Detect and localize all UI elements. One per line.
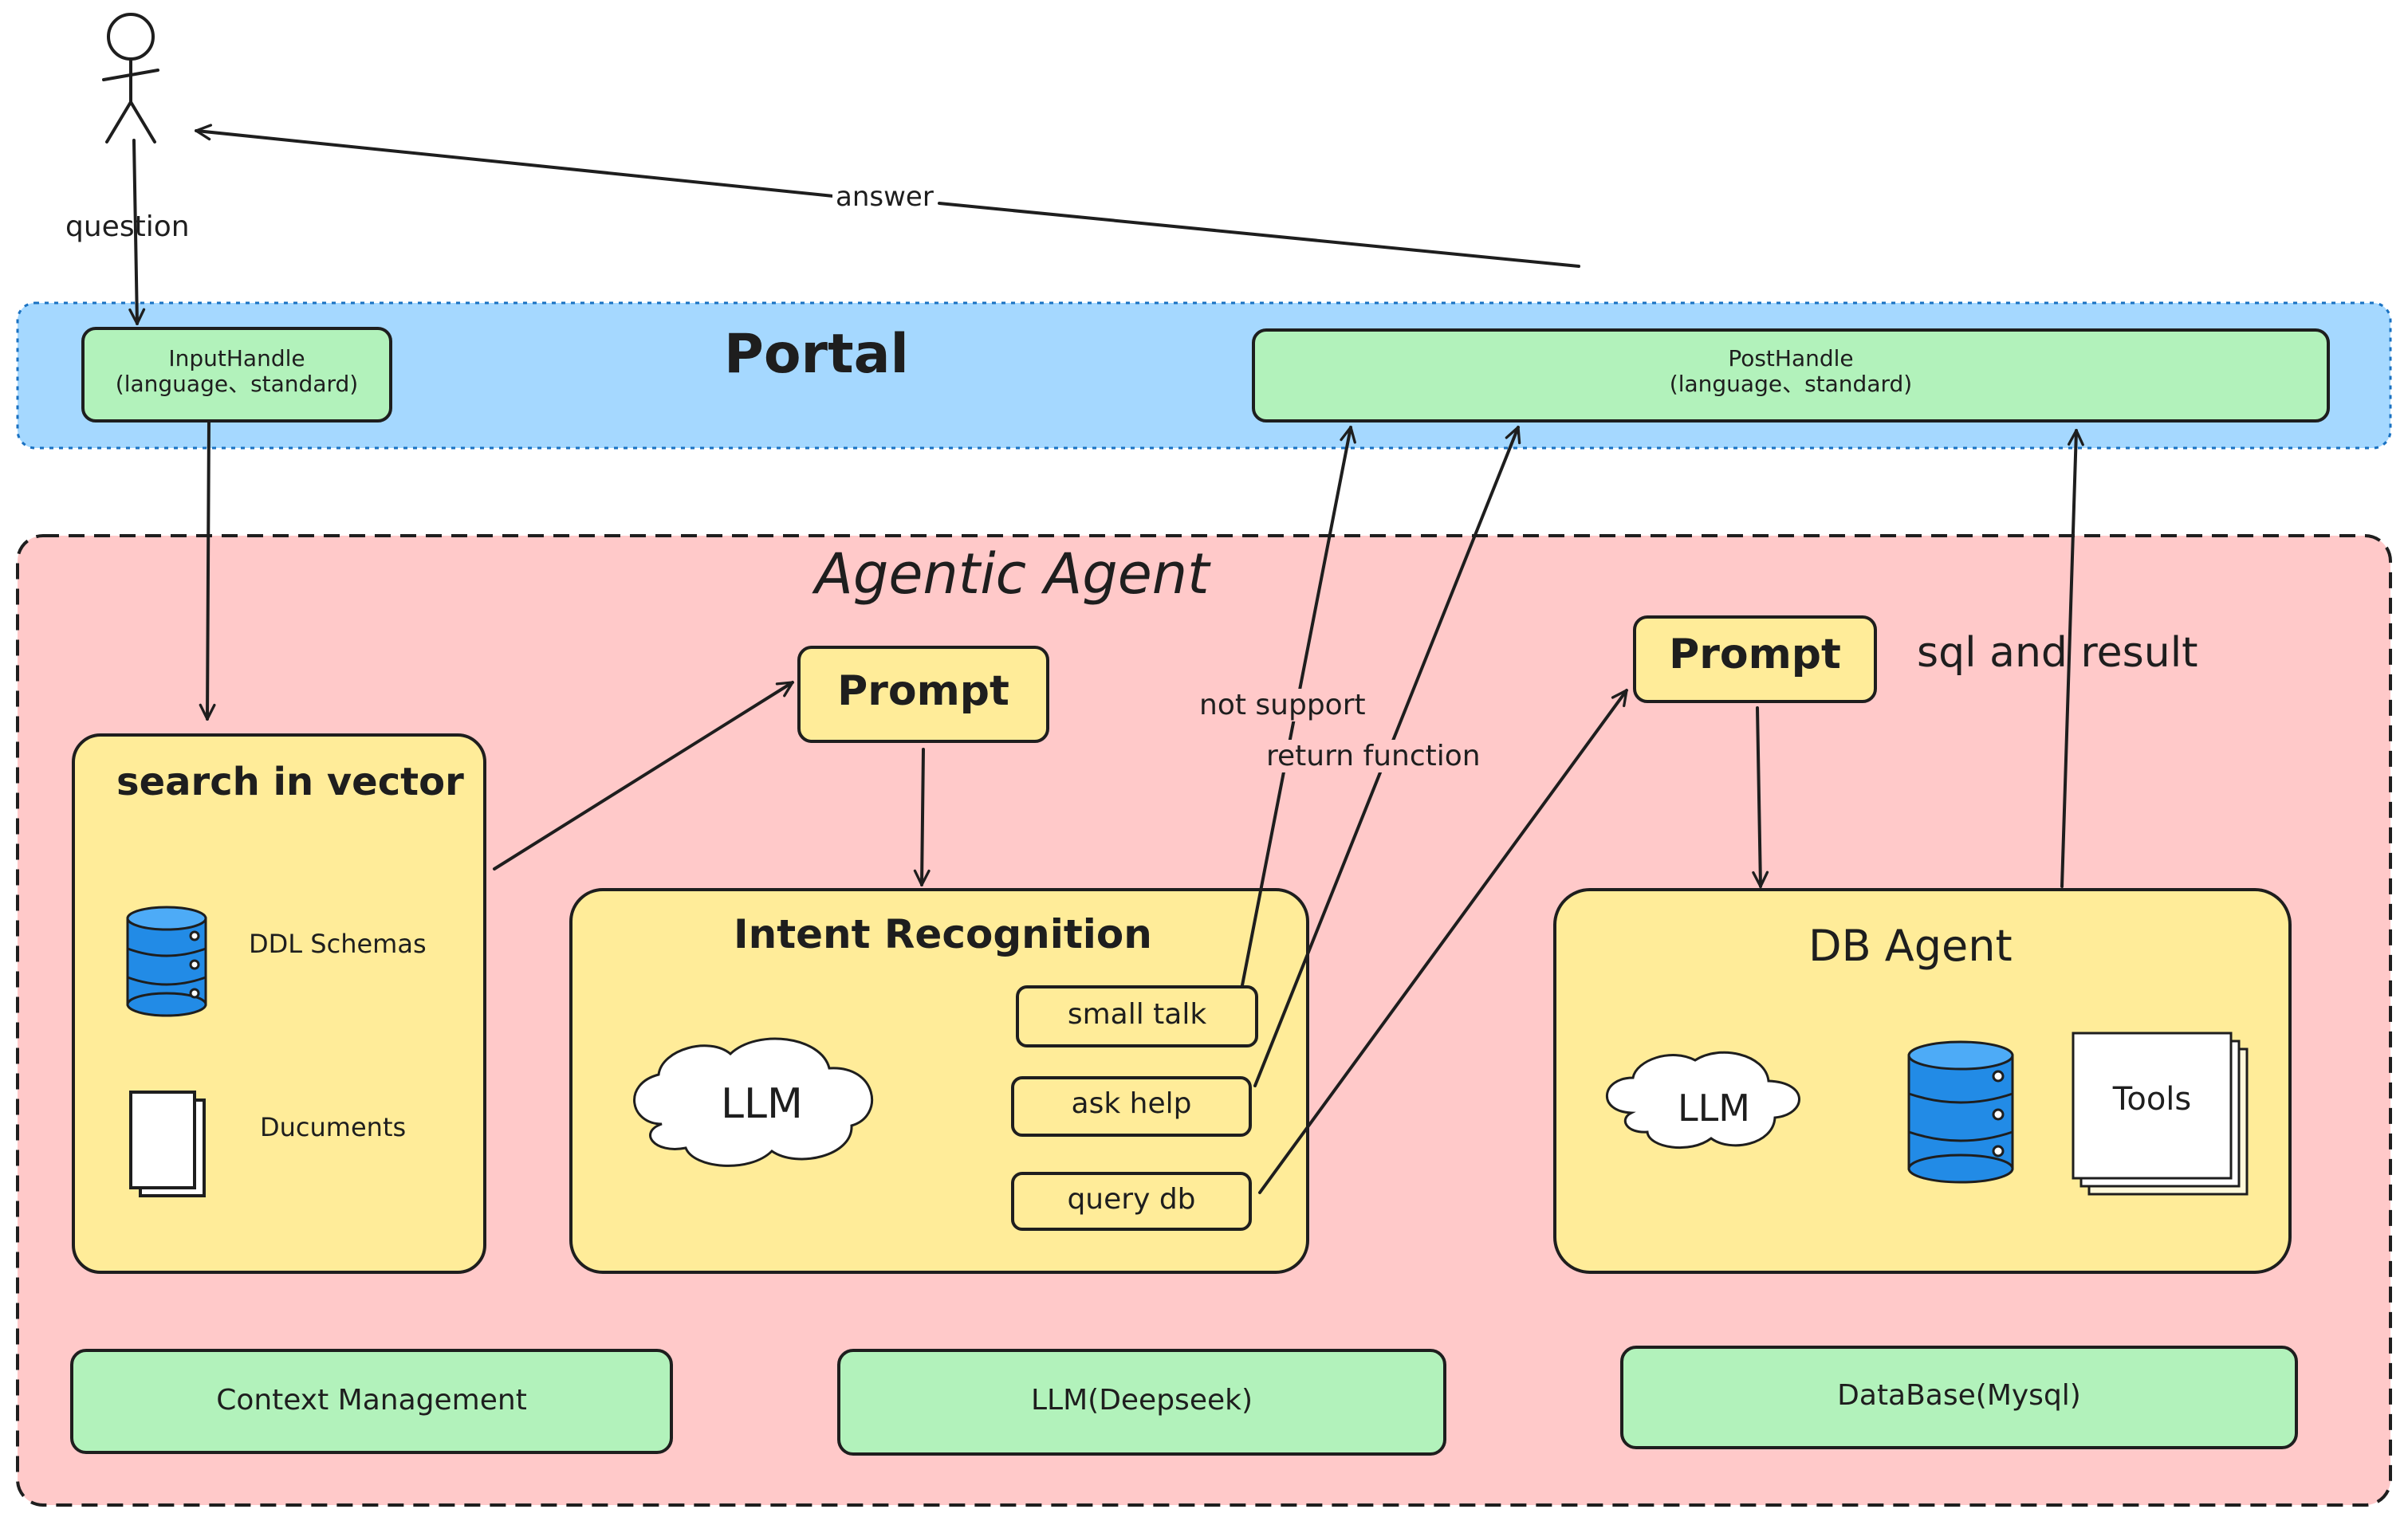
ddl-schemas-label: DDL Schemas	[249, 929, 427, 959]
edge-label-answer: answer	[832, 181, 937, 214]
option-small-talk[interactable]: small talk	[1067, 998, 1207, 1031]
llm-deepseek-label: LLM(Deepseek)	[1030, 1384, 1253, 1417]
post-handle-title: PostHandle	[1728, 345, 1854, 371]
edge-answer	[196, 131, 1580, 268]
tools-label: Tools	[2112, 1081, 2192, 1118]
input-handle-box[interactable]	[81, 327, 392, 422]
edge-label-question: question	[65, 210, 190, 243]
intent-llm-label: LLM	[721, 1080, 803, 1128]
option-query-db-box[interactable]	[1011, 1172, 1252, 1231]
db-agent-title: DB Agent	[1808, 921, 2013, 971]
input-handle-title: InputHandle	[168, 345, 305, 371]
tools-stack-icon	[2072, 1032, 2249, 1196]
prompt-right-box[interactable]	[1633, 615, 1877, 703]
stick-figure-icon	[102, 13, 159, 143]
post-handle-box[interactable]	[1252, 328, 2330, 422]
database-icon	[1907, 1040, 2014, 1184]
prompt-right-label: Prompt	[1669, 631, 1841, 678]
post-handle-subtitle: (language、standard)	[1669, 371, 1913, 398]
edge-search-to-prompt	[493, 681, 794, 871]
db-agent-llm-label: LLM	[1678, 1087, 1750, 1130]
cloud-icon	[633, 1037, 873, 1167]
search-vector-title: search in vector	[116, 760, 464, 804]
edge-db-agent-to-post	[2060, 429, 2084, 888]
intent-recognition-title: Intent Recognition	[734, 911, 1152, 957]
option-small-talk-box[interactable]	[1016, 985, 1258, 1047]
documents-icon	[129, 1091, 206, 1197]
agentic-agent-title: Agentic Agent	[815, 541, 1210, 607]
edge-label-not-support: not support	[1199, 689, 1366, 722]
context-management-label: Context Management	[216, 1384, 527, 1417]
database-mysql-box[interactable]	[1620, 1346, 2298, 1449]
edge-label-return-function: return function	[1266, 740, 1481, 773]
llm-deepseek-box[interactable]	[837, 1349, 1446, 1456]
documents-label: Ducuments	[260, 1112, 407, 1142]
portal-title: Portal	[724, 323, 909, 386]
context-management-box[interactable]	[70, 1349, 673, 1454]
edge-question	[128, 139, 146, 325]
cloud-icon	[1606, 1051, 1800, 1149]
input-handle-subtitle: (language、standard)	[115, 371, 359, 398]
option-ask-help[interactable]: ask help	[1071, 1087, 1192, 1120]
edge-label-sql-and-result: sql and result	[1917, 629, 2198, 677]
post-handle-label: PostHandle (language、standard)	[1253, 345, 2328, 398]
edge-prompt-to-db-agent	[1752, 706, 1769, 888]
prompt-left-label: Prompt	[837, 667, 1009, 715]
option-query-db[interactable]: query db	[1067, 1183, 1196, 1216]
database-icon	[126, 906, 207, 1017]
prompt-left-box[interactable]	[797, 646, 1049, 743]
option-ask-help-box[interactable]	[1011, 1076, 1252, 1137]
edge-query-db	[1258, 689, 1628, 1194]
input-handle-label: InputHandle (language、standard)	[83, 345, 391, 398]
edge-prompt-to-intent	[913, 748, 931, 886]
edges	[128, 131, 2084, 1194]
edge-input-to-search	[199, 421, 216, 721]
database-mysql-label: DataBase(Mysql)	[1837, 1379, 2081, 1412]
